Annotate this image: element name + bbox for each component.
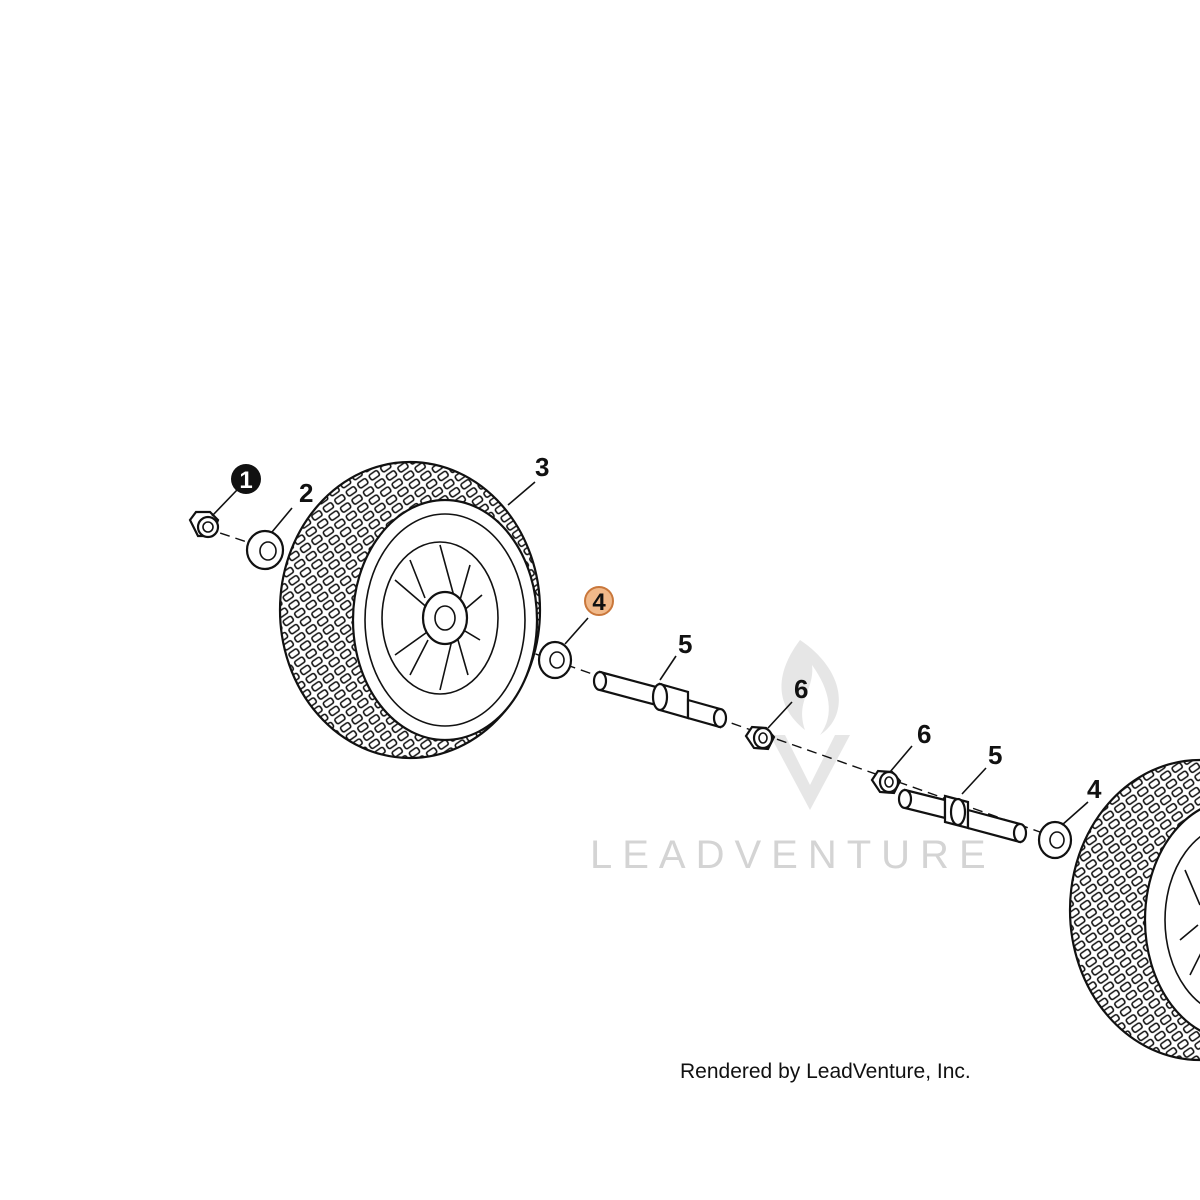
part-nut-6b	[870, 769, 902, 795]
part-axle-5b	[897, 788, 1028, 844]
callout-4-highlighted-label: 4	[592, 589, 606, 616]
callout-3[interactable]: 3	[535, 452, 549, 482]
leader-4b	[1061, 801, 1089, 826]
part-washer-4	[537, 640, 573, 680]
render-credit-text: Rendered by LeadVenture, Inc.	[680, 1060, 971, 1083]
leader-4a	[564, 617, 589, 645]
callout-6[interactable]: 6	[794, 674, 808, 704]
part-wheel-right	[1068, 758, 1200, 1062]
part-axle-5	[592, 670, 728, 729]
flame-v-logo-icon	[770, 640, 850, 810]
callout-5[interactable]: 5	[678, 629, 692, 659]
wheel-hub-spokes	[394, 544, 483, 691]
leader-6b	[889, 745, 913, 773]
leader-1	[211, 489, 238, 517]
callout-6b[interactable]: 6	[917, 719, 931, 749]
watermark-text: LEADVENTURE	[590, 833, 996, 877]
leader-5a	[659, 655, 677, 681]
part-wheel-3	[278, 460, 542, 760]
part-nut-6	[744, 725, 776, 751]
part-washer-2	[245, 529, 285, 571]
leader-3	[507, 481, 536, 506]
part-washer-4b	[1037, 820, 1073, 860]
callout-5b[interactable]: 5	[988, 740, 1002, 770]
callout-1[interactable]: 1	[231, 464, 261, 494]
leader-6a	[767, 701, 793, 729]
leader-2	[271, 507, 293, 533]
callout-4b[interactable]: 4	[1087, 774, 1102, 804]
callout-4-highlighted[interactable]: 4	[584, 586, 614, 616]
leader-5b	[961, 767, 987, 795]
part-nut-1	[188, 510, 220, 539]
callout-2[interactable]: 2	[299, 478, 313, 508]
callout-1-label: 1	[239, 467, 252, 494]
watermark: LEADVENTURE	[590, 640, 996, 877]
